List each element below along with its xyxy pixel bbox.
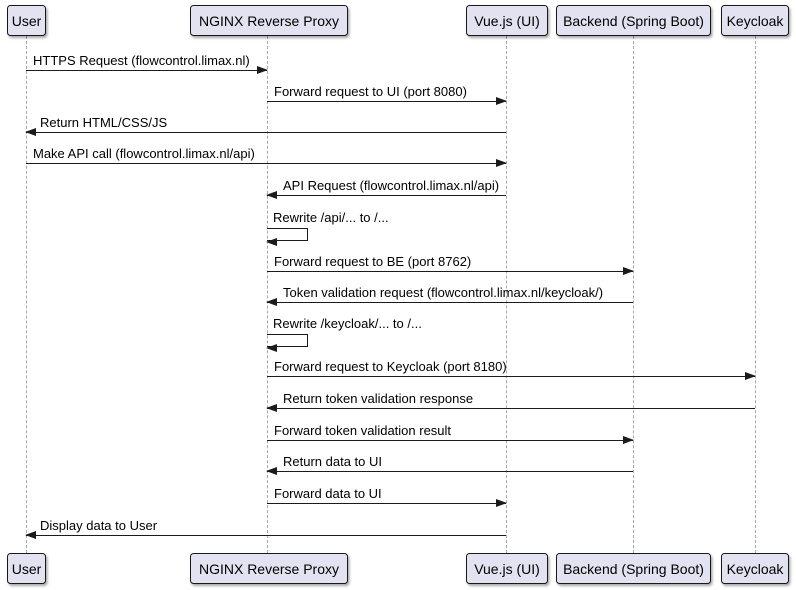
message-arrow-1 (26, 65, 268, 74)
arrowhead-right-icon (496, 498, 507, 507)
lifeline-backend-spring-boot (633, 36, 634, 553)
participant-nginx-top: NGINX Reverse Proxy (190, 5, 348, 36)
arrowhead-left-icon (266, 297, 277, 306)
message-label-14: Forward data to UI (274, 486, 382, 501)
message-label-11: Return token validation response (283, 391, 474, 406)
lifeline-vuejs-ui (506, 36, 507, 553)
lifeline-nginx-reverse-proxy (267, 36, 268, 553)
lifeline-keycloak (755, 36, 756, 553)
arrowhead-left-icon (266, 403, 277, 412)
message-label-9: Rewrite /keycloak/... to /... (273, 316, 422, 331)
arrowhead-left-icon (266, 238, 277, 246)
arrowhead-right-icon (496, 96, 507, 105)
message-arrow-15 (25, 530, 506, 539)
participant-backend-top: Backend (Spring Boot) (556, 5, 711, 36)
message-label-13: Return data to UI (283, 454, 382, 469)
self-message-loop-6 (266, 228, 308, 246)
message-label-15: Display data to User (40, 518, 158, 533)
message-label-3: Return HTML/CSS/JS (40, 115, 168, 130)
message-label-4: Make API call (flowcontrol.limax.nl/api) (33, 146, 255, 161)
message-arrow-13 (266, 466, 633, 475)
message-arrow-4 (26, 158, 507, 167)
self-message-loop-9 (266, 334, 308, 352)
message-label-8: Token validation request (flowcontrol.li… (283, 285, 604, 300)
message-label-1: HTTPS Request (flowcontrol.limax.nl) (33, 53, 250, 68)
message-arrow-11 (266, 403, 755, 412)
message-arrow-7 (267, 266, 634, 275)
participant-vuejs-top: Vue.js (UI) (466, 5, 548, 36)
arrowhead-right-icon (745, 371, 756, 380)
arrowhead-right-icon (623, 435, 634, 444)
message-arrow-5 (266, 190, 506, 199)
message-label-2: Forward request to UI (port 8080) (274, 84, 467, 99)
lifeline-user (26, 36, 27, 553)
participant-keycloak-top: Keycloak (721, 5, 789, 36)
participant-user-bottom: User (7, 553, 46, 584)
message-label-12: Forward token validation result (274, 423, 452, 438)
arrowhead-right-icon (496, 158, 507, 167)
message-arrow-3 (25, 127, 506, 136)
arrowhead-right-icon (623, 266, 634, 275)
arrowhead-left-icon (266, 344, 277, 352)
arrowhead-left-icon (25, 530, 36, 539)
participant-vuejs-bottom: Vue.js (UI) (466, 553, 548, 584)
message-arrow-2 (267, 96, 507, 105)
message-arrow-10 (267, 371, 756, 380)
message-arrow-8 (266, 297, 633, 306)
message-label-5: API Request (flowcontrol.limax.nl/api) (283, 178, 500, 193)
participant-backend-bottom: Backend (Spring Boot) (556, 553, 711, 584)
arrowhead-left-icon (266, 190, 277, 199)
arrowhead-left-icon (25, 127, 36, 136)
message-label-10: Forward request to Keycloak (port 8180) (274, 359, 507, 374)
message-label-6: Rewrite /api/... to /... (273, 210, 389, 225)
participant-nginx-bottom: NGINX Reverse Proxy (190, 553, 348, 584)
arrowhead-right-icon (257, 65, 268, 74)
message-label-7: Forward request to BE (port 8762) (274, 254, 472, 269)
participant-keycloak-bottom: Keycloak (721, 553, 789, 584)
arrowhead-left-icon (266, 466, 277, 475)
message-arrow-12 (267, 435, 634, 444)
participant-user-top: User (7, 5, 46, 36)
message-arrow-14 (267, 498, 507, 507)
